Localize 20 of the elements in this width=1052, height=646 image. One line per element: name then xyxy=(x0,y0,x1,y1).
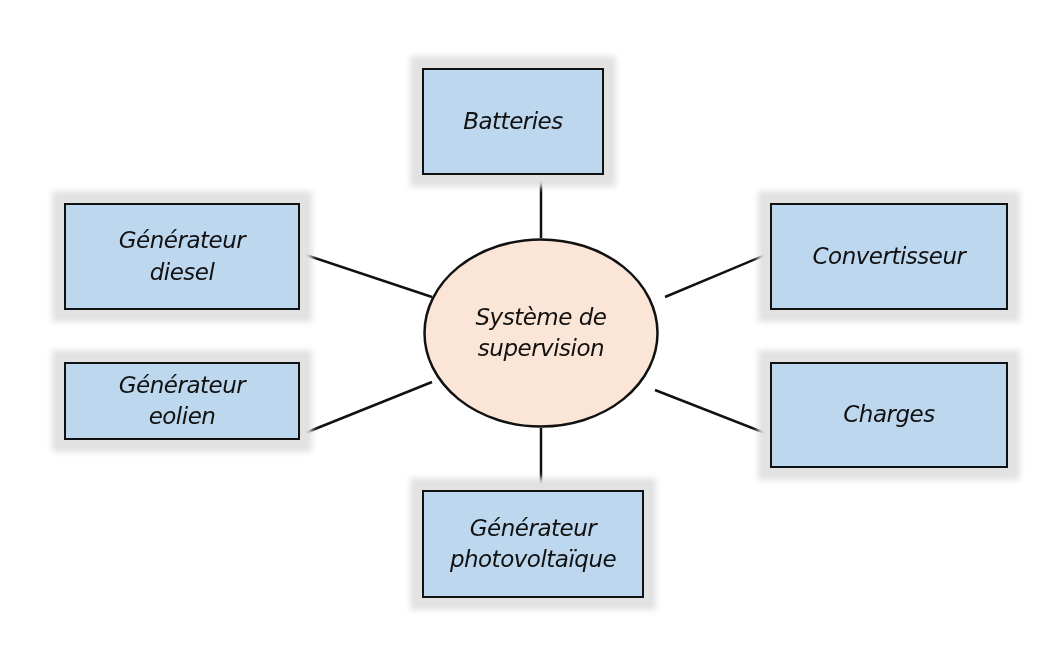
node-label: Système de supervision xyxy=(474,302,608,363)
component-box xyxy=(422,68,604,175)
node-label: Générateur eolien xyxy=(117,370,248,431)
component-box xyxy=(64,203,300,310)
connector-line xyxy=(654,388,771,437)
connector-line xyxy=(539,428,543,490)
node-label: Charges xyxy=(843,400,935,430)
connector-line xyxy=(299,251,433,299)
node-label: Générateur diesel xyxy=(117,226,248,287)
component-box xyxy=(422,490,644,598)
component-box xyxy=(770,203,1008,310)
connector-line xyxy=(299,380,433,437)
component-box xyxy=(64,362,300,440)
node-label: Batteries xyxy=(463,106,563,136)
connector-line xyxy=(539,175,543,238)
node-label: Générateur photovoltaïque xyxy=(448,513,618,574)
component-box xyxy=(770,362,1008,468)
supervision-ellipse xyxy=(423,238,659,428)
node-label: Convertisseur xyxy=(812,241,966,271)
connector-line xyxy=(664,251,771,299)
